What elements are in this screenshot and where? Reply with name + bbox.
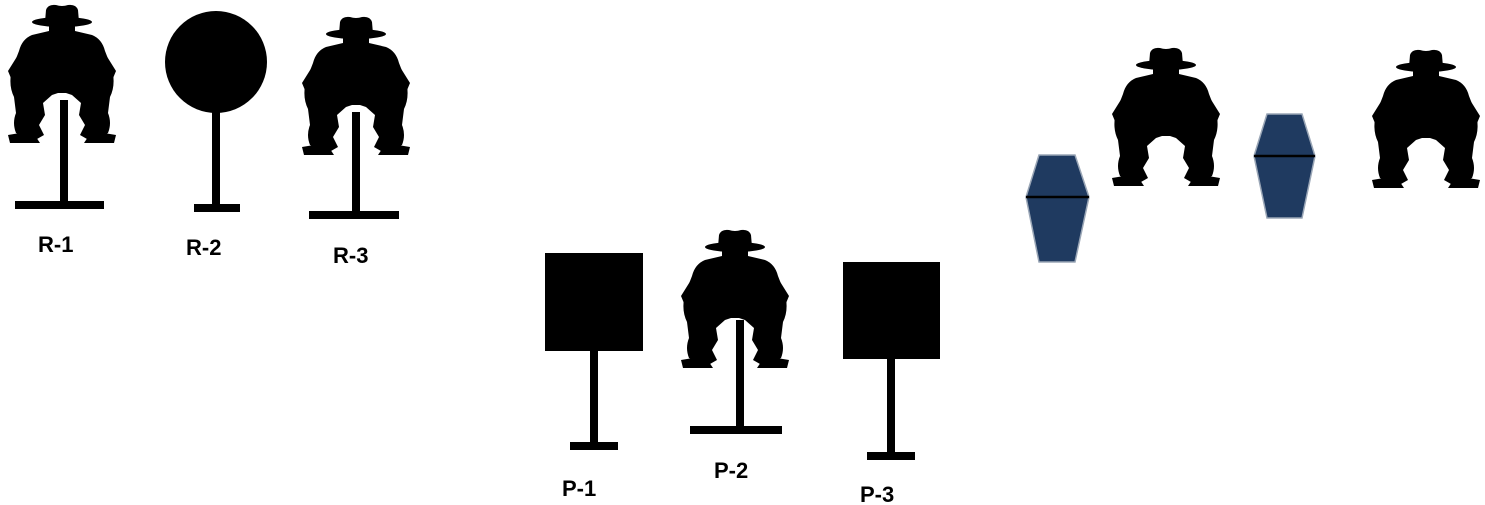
pistol-target-p2: P-2 bbox=[681, 229, 789, 483]
round-plate-icon bbox=[165, 11, 267, 113]
target-label-r2: R-2 bbox=[186, 235, 221, 260]
target-label-p3: P-3 bbox=[860, 482, 894, 505]
stand-base bbox=[309, 211, 399, 219]
cowboy-silhouette-icon bbox=[1372, 49, 1480, 188]
stand-base bbox=[15, 201, 104, 209]
stand-post bbox=[352, 112, 360, 214]
stand-post bbox=[887, 358, 895, 456]
rifle-target-r2: R-2 bbox=[165, 11, 267, 260]
pistol-target-group: P-1 P-2 P-3 bbox=[545, 229, 940, 505]
stand-post bbox=[212, 108, 220, 208]
square-plate-icon bbox=[545, 253, 643, 351]
barrel-2 bbox=[1253, 113, 1316, 219]
target-label-r3: R-3 bbox=[333, 243, 368, 268]
shotgun-area bbox=[1025, 47, 1480, 263]
barrel-icon bbox=[1025, 154, 1090, 263]
stand-base bbox=[867, 452, 915, 460]
stand-base bbox=[690, 426, 782, 434]
stand-post bbox=[60, 100, 68, 204]
stand-base bbox=[194, 204, 240, 212]
cowboy-silhouette-icon bbox=[1112, 47, 1220, 186]
pistol-target-p3: P-3 bbox=[843, 262, 940, 505]
stand-base bbox=[570, 442, 618, 450]
target-label-r1: R-1 bbox=[38, 232, 73, 257]
rifle-target-group: R-1 R-2 R-3 bbox=[8, 4, 410, 268]
rifle-target-r1: R-1 bbox=[8, 4, 116, 257]
cowboy-silhouette-icon bbox=[681, 229, 789, 368]
rifle-target-r3: R-3 bbox=[302, 16, 410, 268]
pistol-target-p1: P-1 bbox=[545, 253, 643, 501]
stand-post bbox=[736, 320, 744, 430]
target-label-p2: P-2 bbox=[714, 458, 748, 483]
barrel-icon bbox=[1253, 113, 1316, 219]
stand-post bbox=[590, 350, 598, 446]
square-plate-icon bbox=[843, 262, 940, 359]
barrel-1 bbox=[1025, 154, 1090, 263]
target-label-p1: P-1 bbox=[562, 476, 596, 501]
